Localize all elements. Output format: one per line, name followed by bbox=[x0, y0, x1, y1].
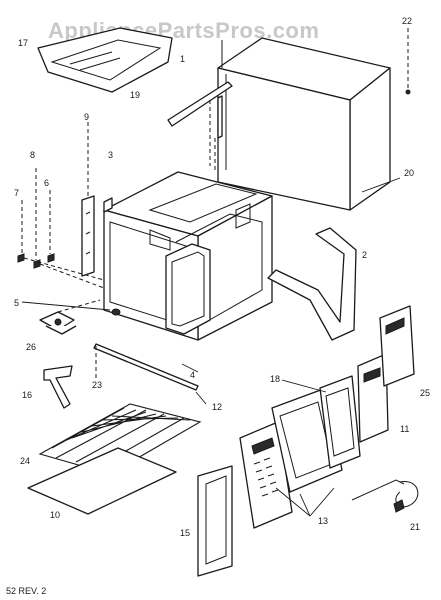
callout-19: 19 bbox=[130, 90, 140, 100]
screws bbox=[17, 253, 55, 269]
outer-cabinet bbox=[217, 37, 391, 211]
callout-23: 23 bbox=[92, 380, 102, 390]
control-panel bbox=[239, 421, 293, 529]
callout-24: 24 bbox=[20, 456, 30, 466]
fastener bbox=[111, 308, 121, 316]
trim-strip bbox=[167, 81, 233, 139]
callout-16: 16 bbox=[22, 390, 32, 400]
temperature-probe bbox=[351, 479, 419, 513]
revision-label: 52 REV. 2 bbox=[6, 586, 46, 596]
callout-12: 12 bbox=[212, 402, 222, 412]
callout-15: 15 bbox=[180, 528, 190, 538]
callout-6: 6 bbox=[44, 178, 49, 188]
callout-4: 4 bbox=[190, 370, 195, 380]
callout-9: 9 bbox=[84, 112, 89, 122]
clip bbox=[103, 197, 113, 213]
callout-8: 8 bbox=[30, 150, 35, 160]
callout-1: 1 bbox=[180, 54, 185, 64]
door bbox=[197, 465, 233, 577]
switch-assembly bbox=[319, 375, 361, 469]
callout-5: 5 bbox=[14, 298, 19, 308]
gasket-seal bbox=[267, 227, 357, 341]
top-panel bbox=[37, 27, 173, 93]
callout-21: 21 bbox=[410, 522, 420, 532]
callout-11: 11 bbox=[400, 424, 409, 434]
callout-13: 13 bbox=[318, 516, 328, 526]
callout-2: 2 bbox=[362, 250, 367, 260]
door-frame bbox=[165, 243, 211, 335]
callout-18: 18 bbox=[270, 374, 280, 384]
callout-10: 10 bbox=[50, 510, 60, 520]
callout-25: 25 bbox=[420, 388, 430, 398]
side-bracket bbox=[81, 195, 95, 277]
callout-22: 22 bbox=[402, 16, 412, 26]
callout-17: 17 bbox=[18, 38, 28, 48]
callout-7: 7 bbox=[14, 188, 19, 198]
stirrer-fan bbox=[39, 311, 77, 335]
rear-panel bbox=[379, 305, 415, 387]
bracket-part bbox=[43, 365, 73, 409]
callout-3: 3 bbox=[108, 150, 113, 160]
oven-tray bbox=[27, 447, 177, 515]
callout-20: 20 bbox=[404, 168, 414, 178]
rod bbox=[93, 343, 199, 391]
callout-26: 26 bbox=[26, 342, 36, 352]
side-panel-bracket bbox=[357, 353, 389, 443]
